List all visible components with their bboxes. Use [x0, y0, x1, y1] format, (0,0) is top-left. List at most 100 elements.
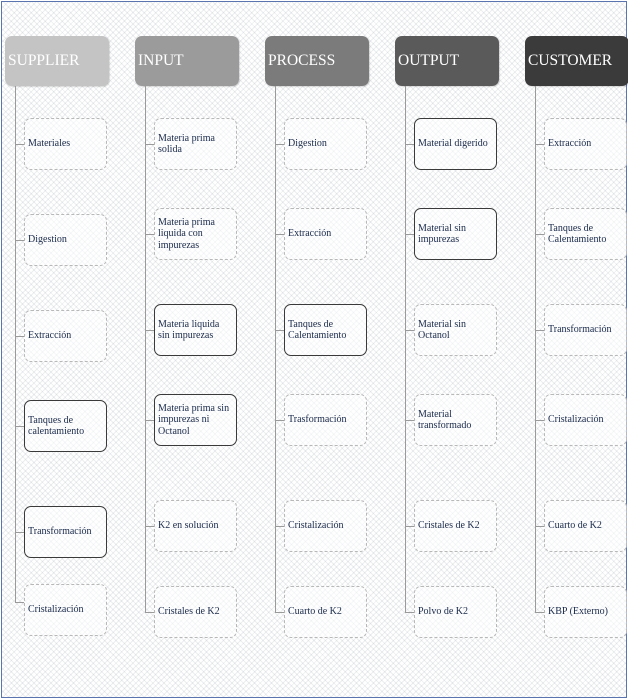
connector-branch — [145, 144, 154, 145]
box-label: Materia prima sin impurezas ni Octanol — [158, 402, 230, 437]
process-box: Extracción — [544, 118, 627, 170]
connector-branch — [405, 420, 414, 421]
connector-branch — [535, 420, 544, 421]
process-box: Tanques de Calentamiento — [544, 208, 627, 260]
connector-branch — [405, 144, 414, 145]
box-label: Tanques de calentamiento — [28, 414, 85, 438]
box-label: Cristales de K2 — [418, 520, 480, 532]
process-box: Cristalización — [24, 584, 107, 636]
process-box: Trasformación — [284, 394, 367, 446]
process-box: Polvo de K2 — [414, 586, 497, 638]
box-label: Materiales — [28, 138, 71, 150]
column-header-input: INPUT — [135, 36, 239, 86]
box-label: Extracción — [28, 330, 72, 342]
box-label: Materia prima liquida con impurezas — [158, 216, 215, 251]
process-box: Cuarto de K2 — [544, 500, 627, 552]
connector-branch — [535, 234, 544, 235]
column-header-customer: CUSTOMER — [525, 36, 628, 86]
connector-trunk — [15, 86, 16, 602]
box-label: Materia prima solida — [158, 132, 215, 156]
connector-trunk — [405, 86, 406, 612]
connector-branch — [535, 526, 544, 527]
connector-branch — [145, 612, 154, 613]
process-box: Materia liquida sin impurezas — [154, 304, 237, 356]
box-label: Extracción — [288, 228, 332, 240]
connector-branch — [145, 330, 154, 331]
process-box: Material digerido — [414, 118, 497, 170]
connector-branch — [15, 532, 24, 533]
box-label: Transformación — [548, 324, 612, 336]
connector-branch — [275, 234, 284, 235]
process-box: Materiales — [24, 118, 107, 170]
box-label: Trasformación — [288, 414, 347, 426]
connector-branch — [535, 144, 544, 145]
process-box: Materia prima solida — [154, 118, 237, 170]
connector-branch — [145, 420, 154, 421]
process-box: Extracción — [284, 208, 367, 260]
box-label: Material sin Octanol — [418, 318, 467, 342]
box-label: Material digerido — [418, 138, 488, 150]
box-label: Material sin impurezas — [418, 222, 467, 246]
process-box: Transformación — [544, 304, 627, 356]
process-box: Material sin impurezas — [414, 208, 497, 260]
box-label: Digestion — [288, 138, 327, 150]
connector-branch — [145, 234, 154, 235]
box-label: Transformación — [28, 526, 92, 538]
box-label: Cristales de K2 — [158, 606, 220, 618]
connector-branch — [15, 602, 24, 603]
box-label: Material transformado — [418, 408, 472, 432]
process-box: Digestion — [284, 118, 367, 170]
process-box: Material sin Octanol — [414, 304, 497, 356]
box-label: Materia liquida sin impurezas — [158, 318, 220, 342]
connector-branch — [275, 526, 284, 527]
process-box: Cristalización — [284, 500, 367, 552]
connector-branch — [405, 234, 414, 235]
box-label: Cristalización — [288, 520, 344, 532]
connector-branch — [145, 526, 154, 527]
process-box: Material transformado — [414, 394, 497, 446]
box-label: Tanques de Calentamiento — [548, 222, 607, 246]
process-box: Materia prima liquida con impurezas — [154, 208, 237, 260]
process-box: Cristales de K2 — [154, 586, 237, 638]
box-label: K2 en solución — [158, 520, 219, 532]
connector-branch — [15, 336, 24, 337]
process-box: Cristales de K2 — [414, 500, 497, 552]
box-label: Digestion — [28, 234, 67, 246]
process-box: Digestion — [24, 214, 107, 266]
connector-branch — [15, 144, 24, 145]
process-box: Materia prima sin impurezas ni Octanol — [154, 394, 237, 446]
connector-branch — [405, 526, 414, 527]
box-label: Cristalización — [548, 414, 604, 426]
connector-branch — [275, 612, 284, 613]
process-box: Cuarto de K2 — [284, 586, 367, 638]
box-label: Tanques de Calentamiento — [288, 318, 347, 342]
box-label: Cristalización — [28, 604, 84, 616]
connector-branch — [405, 330, 414, 331]
column-header-output: OUTPUT — [395, 36, 499, 86]
process-box: Tanques de calentamiento — [24, 400, 107, 452]
process-box: K2 en solución — [154, 500, 237, 552]
connector-branch — [15, 426, 24, 427]
connector-branch — [275, 144, 284, 145]
process-box: KBP (Externo) — [544, 586, 627, 638]
box-label: KBP (Externo) — [548, 606, 608, 618]
box-label: Extracción — [548, 138, 592, 150]
process-box: Tanques de Calentamiento — [284, 304, 367, 356]
connector-branch — [535, 330, 544, 331]
box-label: Polvo de K2 — [418, 606, 468, 618]
column-header-supplier: SUPPLIER — [5, 36, 109, 86]
connector-trunk — [145, 86, 146, 612]
connector-branch — [535, 612, 544, 613]
connector-branch — [275, 420, 284, 421]
connector-trunk — [275, 86, 276, 612]
box-label: Cuarto de K2 — [288, 606, 342, 618]
process-box: Transformación — [24, 506, 107, 558]
connector-branch — [405, 612, 414, 613]
column-header-process: PROCESS — [265, 36, 369, 86]
process-box: Extracción — [24, 310, 107, 362]
connector-branch — [275, 330, 284, 331]
process-box: Cristalización — [544, 394, 627, 446]
connector-branch — [15, 240, 24, 241]
box-label: Cuarto de K2 — [548, 520, 602, 532]
